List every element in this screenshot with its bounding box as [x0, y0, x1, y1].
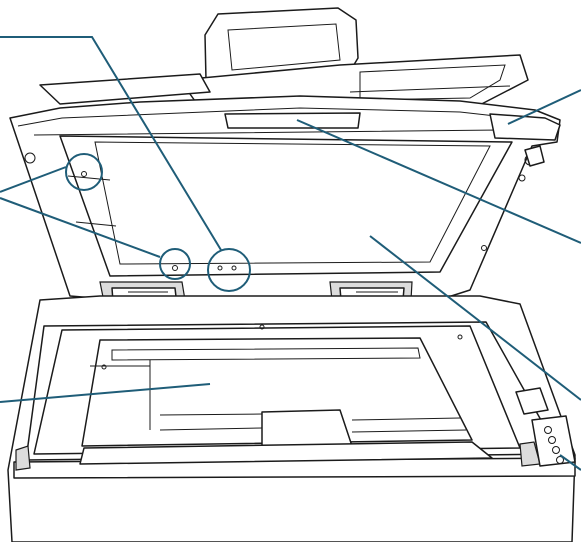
- leader-line-pad-marker-3: [0, 36, 222, 251]
- leader-line-pad-holder-strip: [369, 235, 581, 401]
- leader-line-adf-front-cover: [507, 89, 581, 125]
- scanner-base: [7, 295, 576, 542]
- leader-line-control-panel: [559, 454, 581, 471]
- leader-line-pad-marker-1: [0, 166, 67, 193]
- callout-circle-pad-marker-2: [159, 248, 191, 280]
- callout-circle-pad-marker-3: [207, 248, 251, 292]
- leader-line-document-pad-sheet: [296, 119, 581, 244]
- leader-line-flatbed-glass: [0, 383, 211, 403]
- control-panel-graphic: [515, 387, 576, 467]
- callout-circle-pad-marker-1: [65, 153, 103, 191]
- leader-line-pad-marker-2: [0, 197, 161, 258]
